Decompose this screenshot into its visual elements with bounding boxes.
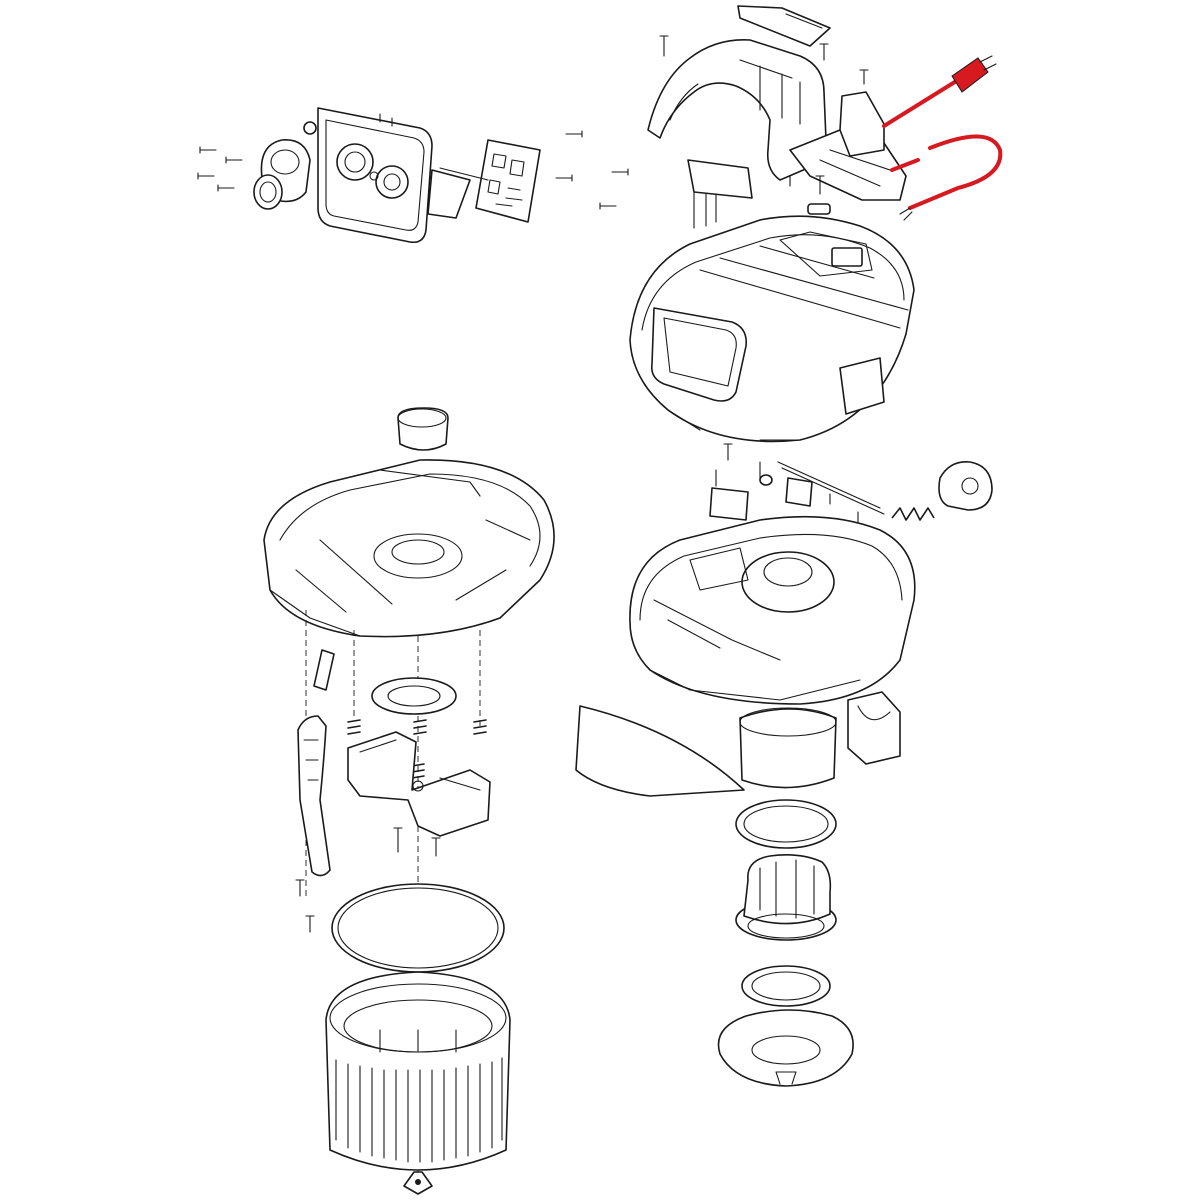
handle-cover-strip: [737, 5, 831, 47]
cartridge-filter: [325, 971, 511, 1171]
cable-clamp: [938, 461, 993, 511]
motor-seal: [741, 965, 831, 1007]
inlet-collar: [397, 407, 449, 451]
filter-wing-nut: [403, 1171, 433, 1195]
float-parts: [295, 649, 491, 933]
base-plate: [717, 1009, 854, 1087]
cord-plug-section[interactable]: [882, 78, 960, 128]
filter-assembly: [325, 883, 511, 1195]
springs: [347, 719, 487, 779]
motor: [735, 854, 837, 941]
spring: [891, 507, 935, 521]
screws-left: [197, 146, 243, 192]
motor-head-housing: [629, 215, 915, 443]
filter-gasket: [331, 883, 505, 973]
plug-icon[interactable]: [951, 57, 989, 93]
baffle-plate: [575, 705, 745, 797]
handle-assembly: [647, 5, 907, 229]
float-lever: [297, 715, 331, 877]
float-ring: [371, 677, 457, 715]
control-panel-assembly: [197, 107, 629, 244]
motor-sleeve: [739, 708, 837, 789]
float-clip: [313, 649, 335, 691]
housing-window: [650, 307, 748, 402]
power-cord[interactable]: [882, 55, 1003, 221]
cord-loop[interactable]: [890, 134, 1003, 210]
motor-base-assembly: [629, 443, 993, 705]
switch-block: [687, 159, 753, 199]
lever-screws: [295, 827, 441, 933]
latch-bracket: [347, 731, 491, 837]
circuit-board: [439, 139, 541, 223]
side-bracket: [847, 691, 901, 765]
motor-stack: [575, 691, 901, 1087]
screws-right: [555, 130, 629, 210]
gasket-ring: [735, 799, 837, 849]
knob-bracket: [253, 121, 317, 210]
lid-assembly: [263, 407, 555, 638]
front-panel: [317, 107, 471, 244]
